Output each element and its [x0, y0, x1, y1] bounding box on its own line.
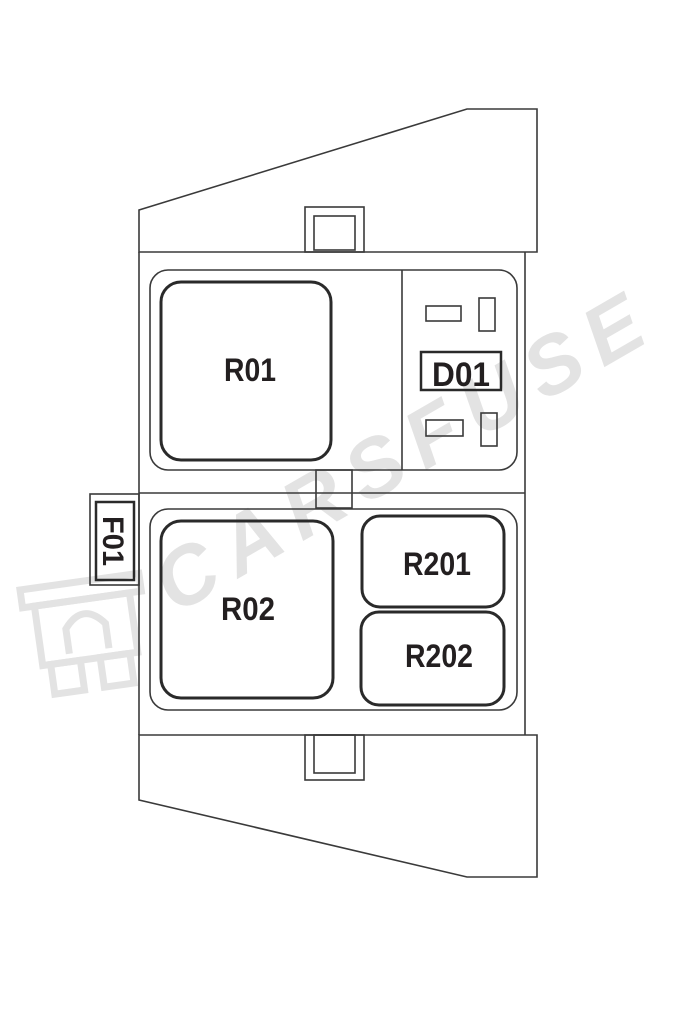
- relay-r201[interactable]: [360, 514, 506, 609]
- top-mounting-tab: [138, 108, 538, 253]
- lower-tray: [149, 508, 518, 711]
- f01-label: F01: [96, 516, 129, 566]
- r202-label: R202: [405, 638, 473, 674]
- d01-terminal: [425, 419, 464, 437]
- relay-r01[interactable]: [159, 280, 333, 462]
- relay-r202[interactable]: [359, 610, 506, 707]
- watermark-logo-icon: [16, 569, 146, 699]
- fuse-f01[interactable]: [94, 500, 136, 582]
- bottom-mounting-tab: [138, 734, 538, 878]
- r01-label: R01: [224, 352, 276, 388]
- r201-label: R201: [403, 546, 471, 582]
- watermark: CARSFUSE: [16, 270, 672, 699]
- top-notch: [304, 206, 365, 253]
- d01-terminal: [425, 305, 462, 322]
- r02-label: R02: [221, 591, 275, 627]
- relay-r02[interactable]: [159, 519, 335, 700]
- diode-d01[interactable]: [419, 350, 503, 392]
- d01-label: D01: [432, 356, 490, 394]
- f01-holder: [89, 493, 140, 586]
- d01-terminal: [478, 297, 496, 332]
- d01-terminal: [480, 412, 498, 447]
